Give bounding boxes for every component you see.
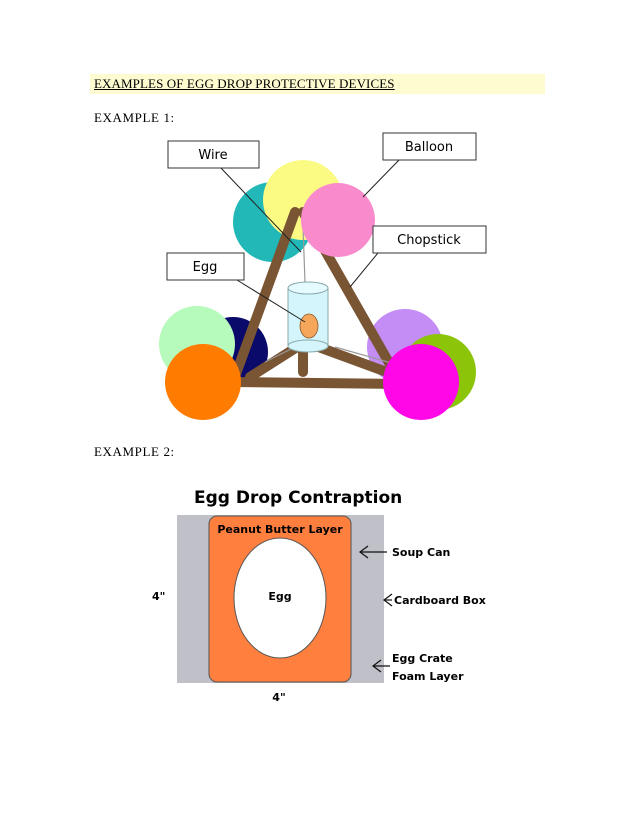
foam-callout-line-2: Foam Layer [392, 670, 464, 683]
balloon-magenta [383, 344, 459, 420]
wire-callout: Wire [198, 148, 227, 163]
egg-oval [233, 537, 327, 659]
soup-can-callout: Soup Can [392, 546, 450, 559]
layer-label: Peanut Butter Layer [217, 523, 343, 536]
example-2-label: EXAMPLE 2: [94, 444, 175, 459]
foam-callout-line-1: Egg Crate [392, 652, 453, 665]
side-dimension: 4" [152, 590, 165, 603]
diagram-title: Egg Drop Contraption [194, 488, 402, 508]
balloon-orange [165, 344, 241, 420]
bottom-dimension: 4" [272, 691, 285, 704]
egg-label: Egg [268, 590, 291, 603]
egg-callout: Egg [193, 260, 218, 275]
section-heading: EXAMPLES OF EGG DROP PROTECTIVE DEVICES [90, 74, 545, 94]
example-1-diagram: Wire Balloon Chopstick Egg [159, 132, 487, 420]
egg-shape [299, 313, 319, 339]
cardboard-box-callout: Cardboard Box [394, 594, 486, 607]
chopstick-callout: Chopstick [397, 233, 461, 248]
balloon-pink [301, 183, 375, 257]
balloon-callout: Balloon [405, 140, 453, 155]
example-2-diagram: Egg Drop Contraption Peanut Butter Layer… [152, 488, 486, 704]
example-1-label: EXAMPLE 1: [94, 110, 175, 125]
